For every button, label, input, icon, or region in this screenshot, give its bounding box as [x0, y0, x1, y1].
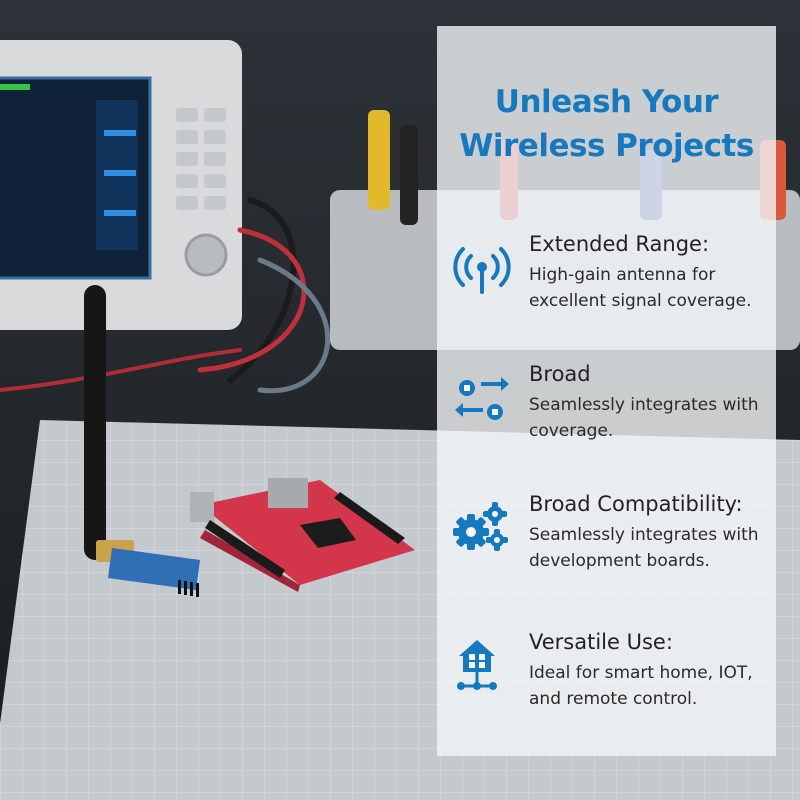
- feature-description: Ideal for smart home, IOT, and remote co…: [529, 660, 753, 712]
- feature-title: Broad: [529, 362, 591, 386]
- feature-title: Broad Compatibility:: [529, 492, 743, 516]
- wireless-module: [84, 285, 200, 597]
- feature-title: Versatile Use:: [529, 630, 673, 654]
- cables: [0, 197, 330, 394]
- development-board: [190, 478, 415, 592]
- gears-icon: [453, 502, 508, 551]
- wireless-signal-icon: [453, 247, 511, 294]
- feature-title: Extended Range:: [529, 232, 710, 256]
- feature-description: High-gain antenna for excellent signal c…: [529, 262, 752, 314]
- feature-description: Seamlessly integrates with development b…: [529, 522, 759, 574]
- feature-description-line-2: excellent signal coverage.: [529, 291, 752, 311]
- feature-description-line-1: Seamlessly integrates with: [529, 395, 759, 415]
- feature-description: Seamlessly integrates with coverage.: [529, 392, 759, 444]
- headline-line-2: Wireless Projects: [459, 128, 754, 164]
- feature-description-line-2: coverage.: [529, 421, 614, 441]
- feature-description-line-1: High-gain antenna for: [529, 265, 716, 285]
- feature-description-line-2: development boards.: [529, 551, 710, 571]
- feature-description-line-2: and remote control.: [529, 689, 698, 709]
- feature-description-line-1: Ideal for smart home, IOT,: [529, 663, 753, 683]
- feature-description-line-1: Seamlessly integrates with: [529, 525, 759, 545]
- smart-home-icon: [457, 640, 497, 690]
- headline: Unleash Your Wireless Projects: [437, 80, 776, 168]
- headline-line-1: Unleash Your: [494, 84, 719, 120]
- connectivity-arrows-icon: [455, 377, 509, 420]
- info-panel: Unleash Your Wireless Projects Extended …: [437, 26, 776, 756]
- oscilloscope-device: [0, 40, 242, 330]
